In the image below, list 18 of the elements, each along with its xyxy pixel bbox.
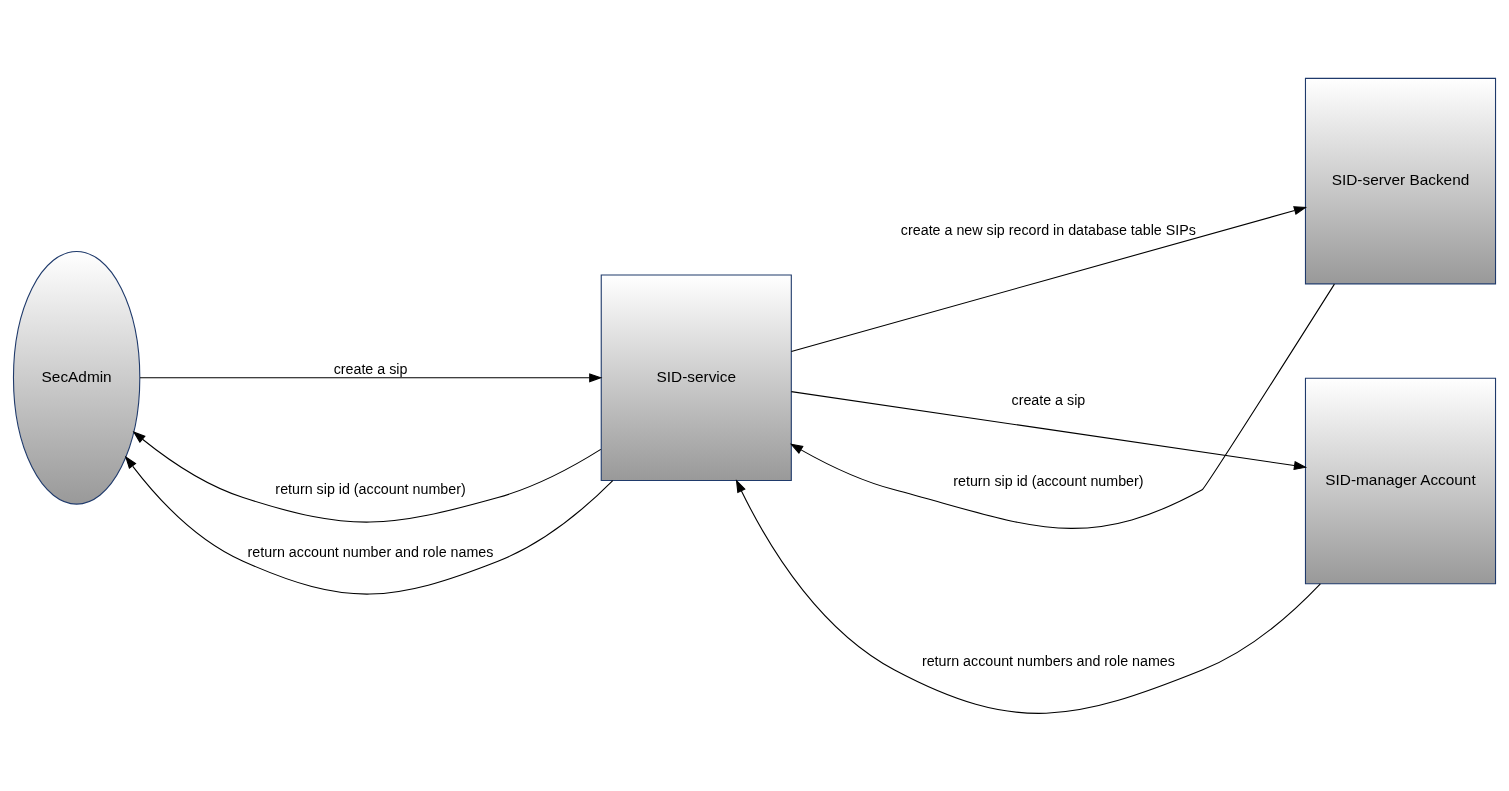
- edge-label: return account number and role names: [247, 543, 494, 560]
- edge-label: create a sip: [1011, 391, 1086, 408]
- edge-label: create a sip: [333, 360, 408, 377]
- node-box: SID-server Backend: [1304, 77, 1497, 284]
- node-box: SID-service: [600, 274, 792, 481]
- arrow: [789, 283, 1335, 529]
- arrow: [132, 430, 602, 523]
- edge-label: return sip id (account number): [275, 480, 466, 497]
- arrow: [790, 205, 1308, 352]
- edge-label: return account numbers and role names: [921, 652, 1175, 669]
- arrow: [139, 372, 603, 382]
- node-ellipse: SecAdmin: [12, 250, 141, 505]
- arrow: [124, 455, 614, 595]
- edge-label: return sip id (account number): [953, 472, 1144, 489]
- arrow: [790, 390, 1308, 470]
- arrow: [735, 478, 1321, 714]
- node-box: SID-manager Account: [1304, 377, 1497, 584]
- edge-label: create a new sip record in database table SIPs: [900, 221, 1196, 238]
